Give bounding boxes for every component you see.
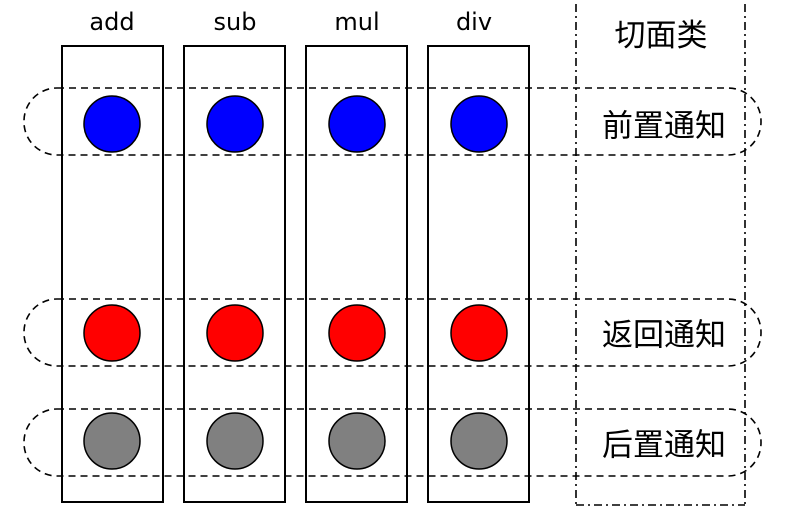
before-advice-dot-add — [83, 95, 141, 153]
method-label-div: div — [455, 8, 493, 36]
method-label-mul: mul — [334, 8, 380, 36]
advice-row-after — [23, 408, 762, 477]
before-advice-dot-div — [450, 95, 508, 153]
returning-advice-dot-add — [83, 304, 141, 362]
method-column-sub — [183, 45, 286, 503]
returning-advice-dot-sub — [206, 304, 264, 362]
advice-label-before: 前置通知 — [602, 108, 726, 145]
after-advice-dot-div — [450, 412, 508, 470]
returning-advice-dot-mul — [328, 304, 386, 362]
method-label-add: add — [89, 8, 135, 36]
method-column-div — [427, 45, 530, 503]
after-advice-dot-mul — [328, 412, 386, 470]
method-column-mul — [305, 45, 408, 503]
method-label-sub: sub — [213, 8, 257, 36]
after-advice-dot-add — [83, 412, 141, 470]
method-column-add — [61, 45, 164, 503]
after-advice-dot-sub — [206, 412, 264, 470]
before-advice-dot-mul — [328, 95, 386, 153]
advice-label-returning: 返回通知 — [602, 317, 726, 354]
aspect-class-title: 切面类 — [614, 18, 708, 54]
advice-row-before — [23, 87, 762, 156]
advice-row-returning — [23, 298, 762, 367]
advice-label-after: 后置通知 — [602, 427, 726, 464]
before-advice-dot-sub — [206, 95, 264, 153]
returning-advice-dot-div — [450, 304, 508, 362]
